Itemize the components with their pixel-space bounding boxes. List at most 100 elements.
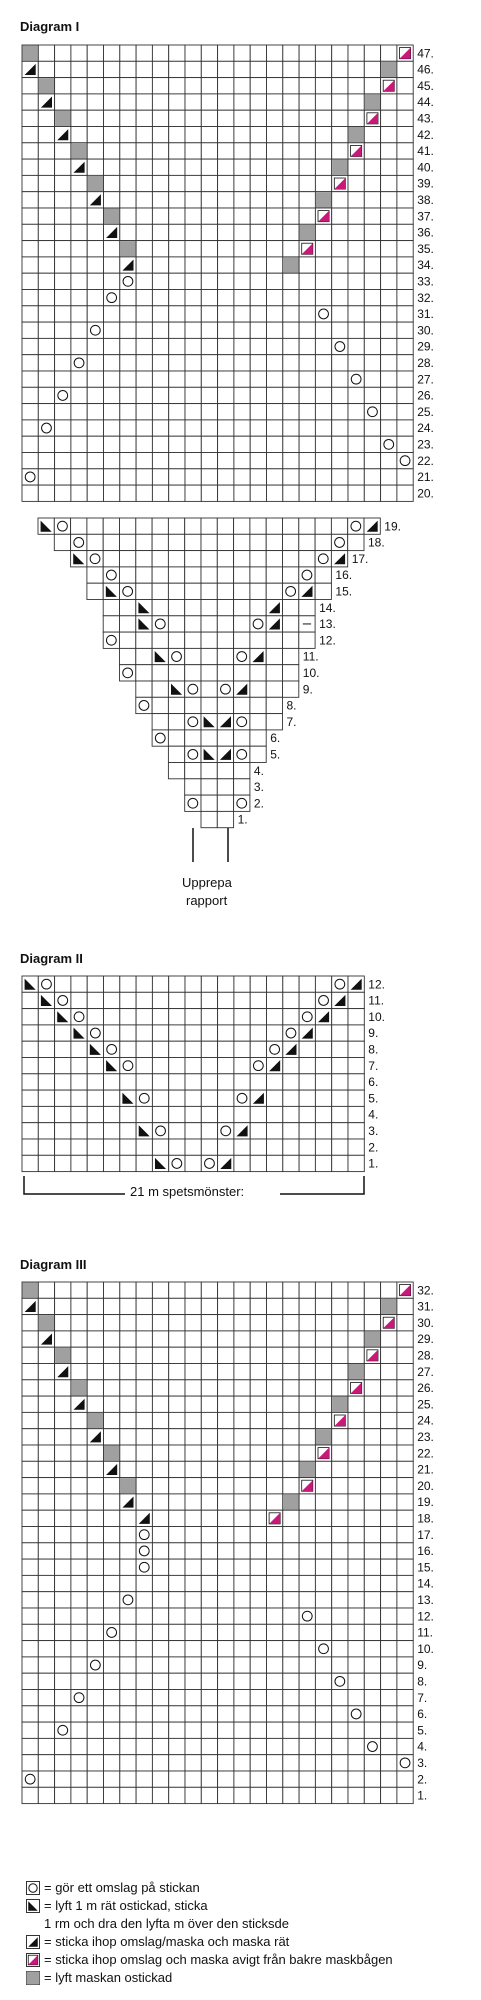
chart-cell [282, 975, 300, 993]
chart-cell [266, 1737, 284, 1756]
chart-cell [184, 1558, 202, 1576]
chart-cell [314, 1057, 333, 1075]
legend-text: = gör ett omslag på stickan [44, 1880, 200, 1895]
row-label: 36. [417, 226, 434, 240]
chart-cell [21, 1493, 39, 1511]
chart-cell [86, 1721, 104, 1739]
chart-cell [347, 1526, 365, 1544]
row-label: 7. [287, 715, 297, 729]
chart-cell [21, 1509, 39, 1527]
chart-cell [217, 991, 235, 1010]
chart-cell [396, 60, 414, 79]
chart-cell [37, 1330, 56, 1348]
chart-cell [249, 77, 267, 95]
chart-cell [151, 93, 170, 111]
p2tog-symbol-icon [366, 112, 379, 125]
chart-cell [37, 158, 56, 176]
chart-cell [331, 452, 349, 470]
skpo-symbol-icon [171, 683, 183, 695]
chart-cell [249, 517, 267, 535]
k2tog-symbol-icon [350, 978, 362, 990]
chart-cell [184, 1770, 202, 1788]
chart-cell [21, 386, 39, 405]
chart-cell [103, 370, 121, 388]
chart-cell [233, 517, 251, 535]
chart-cell [249, 435, 267, 453]
chart-cell [396, 256, 414, 274]
chart-cell [54, 1411, 72, 1430]
chart-cell [282, 1346, 300, 1364]
chart-cell [249, 696, 267, 715]
chart-cell [200, 1721, 219, 1739]
yo-symbol-icon [236, 748, 248, 760]
chart-cell [37, 1057, 56, 1075]
chart-cell [86, 1444, 104, 1462]
chart-cell [298, 1721, 316, 1739]
chart-cell [331, 1330, 349, 1348]
chart-cell [119, 256, 137, 274]
chart-cell [151, 1314, 170, 1332]
chart-cell [396, 337, 414, 356]
chart-cell [70, 1089, 88, 1107]
chart-cell [135, 256, 153, 274]
chart-cell [266, 240, 284, 258]
chart-cell [282, 1574, 300, 1593]
chart-cell [217, 1526, 235, 1544]
chart-cell [233, 93, 251, 111]
chart-cell [168, 354, 186, 372]
chart-cell [331, 207, 349, 225]
chart-cell [314, 1122, 333, 1140]
chart-cell [249, 1363, 267, 1381]
chart-cell [233, 1281, 251, 1299]
chart-cell [102, 582, 120, 600]
chart-cell [168, 158, 186, 176]
yo-symbol-icon [57, 520, 68, 532]
chart-cell [282, 223, 300, 242]
chart-cell [168, 1105, 186, 1124]
chart-cell [37, 1493, 56, 1511]
chart-cell [21, 1346, 39, 1364]
chart-cell [86, 452, 104, 470]
chart-cell [184, 1542, 202, 1560]
chart-cell [103, 1689, 121, 1707]
chart-cell [37, 1542, 56, 1560]
chart-cell [249, 1314, 267, 1332]
chart-cell [54, 1526, 72, 1544]
chart-cell [21, 1640, 39, 1658]
chart-cell [151, 1623, 170, 1642]
chart-cell [396, 1411, 414, 1430]
slip-symbol-icon [87, 1412, 103, 1429]
row-label: 4. [254, 764, 264, 778]
chart-cell [119, 1395, 137, 1413]
chart-cell [298, 1297, 316, 1316]
chart-cell [200, 1526, 219, 1544]
yo-symbol-icon [187, 748, 199, 760]
chart-cell [135, 1607, 153, 1625]
chart-cell [233, 615, 251, 633]
chart-cell [37, 44, 56, 62]
chart-cell [21, 1721, 39, 1739]
chart-cell [167, 664, 186, 682]
chart-cell [86, 240, 104, 258]
chart-cell [249, 729, 267, 747]
chart-cell [21, 272, 39, 290]
chart-cell [347, 77, 365, 95]
chart-cell [168, 1509, 186, 1527]
chart-cell [37, 991, 56, 1010]
chart-cell [217, 337, 235, 356]
chart-cell [331, 1705, 349, 1723]
chart-cell [151, 1444, 170, 1462]
chart-cell [282, 305, 300, 323]
chart-cell [282, 77, 300, 95]
chart-cell [331, 60, 349, 79]
skpo-symbol-icon [203, 748, 215, 760]
chart-cell [70, 1428, 88, 1446]
chart-cell [347, 1640, 365, 1658]
chart-cell [200, 370, 219, 388]
chart-cell [135, 223, 153, 242]
chart-cell [363, 1656, 382, 1674]
legend-item: = gör ett omslag på stickan [26, 1880, 200, 1895]
chart-cell [233, 1542, 251, 1560]
chart-cell [266, 1138, 284, 1156]
row-label: 7. [417, 1691, 427, 1705]
